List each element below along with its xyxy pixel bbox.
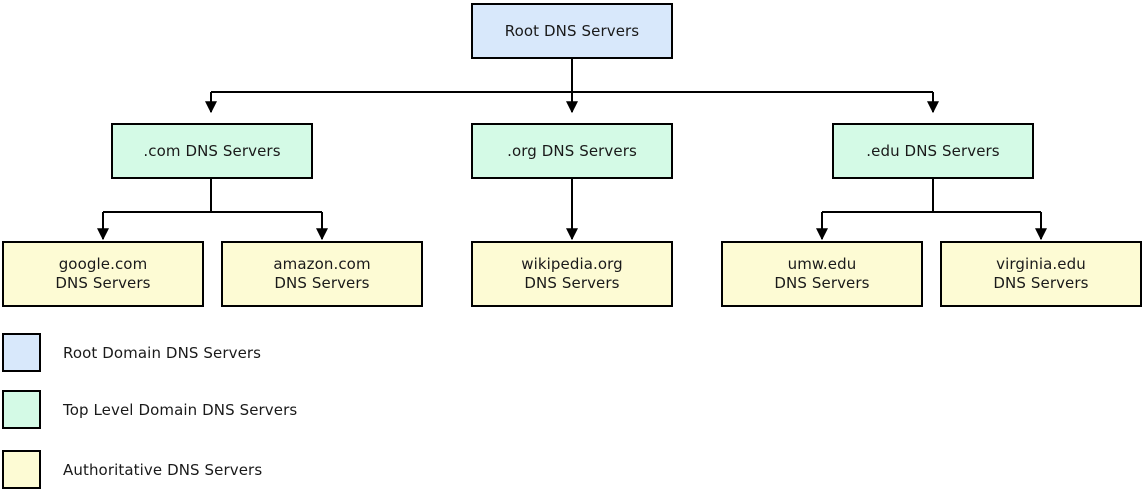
node-amazon-com-line2: DNS Servers bbox=[274, 274, 370, 292]
node-umw-edu-dns-servers[interactable]: umw.edu DNS Servers bbox=[721, 241, 923, 307]
node-virginia-edu-dns-servers[interactable]: virginia.edu DNS Servers bbox=[940, 241, 1142, 307]
node-wikipedia-org-line1: wikipedia.org bbox=[521, 255, 623, 273]
legend-swatch-root-domain bbox=[2, 333, 41, 372]
node-org-dns-servers-label: .org DNS Servers bbox=[507, 141, 637, 160]
node-google-com-line1: google.com bbox=[58, 255, 148, 273]
node-wikipedia-org-line2: DNS Servers bbox=[524, 274, 620, 292]
node-root-dns-servers[interactable]: Root DNS Servers bbox=[471, 3, 673, 59]
node-google-com-dns-servers[interactable]: google.com DNS Servers bbox=[2, 241, 204, 307]
node-amazon-com-line1: amazon.com bbox=[273, 255, 371, 273]
legend-label-root-domain: Root Domain DNS Servers bbox=[63, 344, 262, 362]
legend-label-top-level-domain: Top Level Domain DNS Servers bbox=[63, 401, 298, 419]
legend-label-authoritative: Authoritative DNS Servers bbox=[63, 461, 263, 479]
node-virginia-edu-line1: virginia.edu bbox=[996, 255, 1086, 273]
node-root-dns-servers-label: Root DNS Servers bbox=[504, 21, 640, 40]
edge-edu-to-children-group bbox=[816, 179, 1047, 241]
node-wikipedia-org-dns-servers[interactable]: wikipedia.org DNS Servers bbox=[471, 241, 673, 307]
node-umw-edu-dns-servers-label: umw.edu DNS Servers bbox=[774, 255, 869, 293]
node-edu-dns-servers-label: .edu DNS Servers bbox=[866, 141, 1000, 160]
node-umw-edu-line2: DNS Servers bbox=[774, 274, 870, 292]
edge-com-to-children-group bbox=[97, 179, 328, 241]
legend-swatch-top-level-domain bbox=[2, 390, 41, 429]
node-org-dns-servers[interactable]: .org DNS Servers bbox=[471, 123, 673, 179]
node-google-com-line2: DNS Servers bbox=[55, 274, 151, 292]
node-amazon-com-dns-servers-label: amazon.com DNS Servers bbox=[273, 255, 370, 293]
node-com-dns-servers[interactable]: .com DNS Servers bbox=[111, 123, 313, 179]
node-com-dns-servers-label: .com DNS Servers bbox=[143, 141, 281, 160]
node-virginia-edu-dns-servers-label: virginia.edu DNS Servers bbox=[993, 255, 1088, 293]
node-google-com-dns-servers-label: google.com DNS Servers bbox=[55, 255, 150, 293]
node-umw-edu-line1: umw.edu bbox=[787, 255, 857, 273]
edge-root-to-tld-group bbox=[205, 59, 939, 114]
legend-swatch-authoritative bbox=[2, 450, 41, 489]
node-amazon-com-dns-servers[interactable]: amazon.com DNS Servers bbox=[221, 241, 423, 307]
node-virginia-edu-line2: DNS Servers bbox=[993, 274, 1089, 292]
node-edu-dns-servers[interactable]: .edu DNS Servers bbox=[832, 123, 1034, 179]
node-wikipedia-org-dns-servers-label: wikipedia.org DNS Servers bbox=[521, 255, 623, 293]
